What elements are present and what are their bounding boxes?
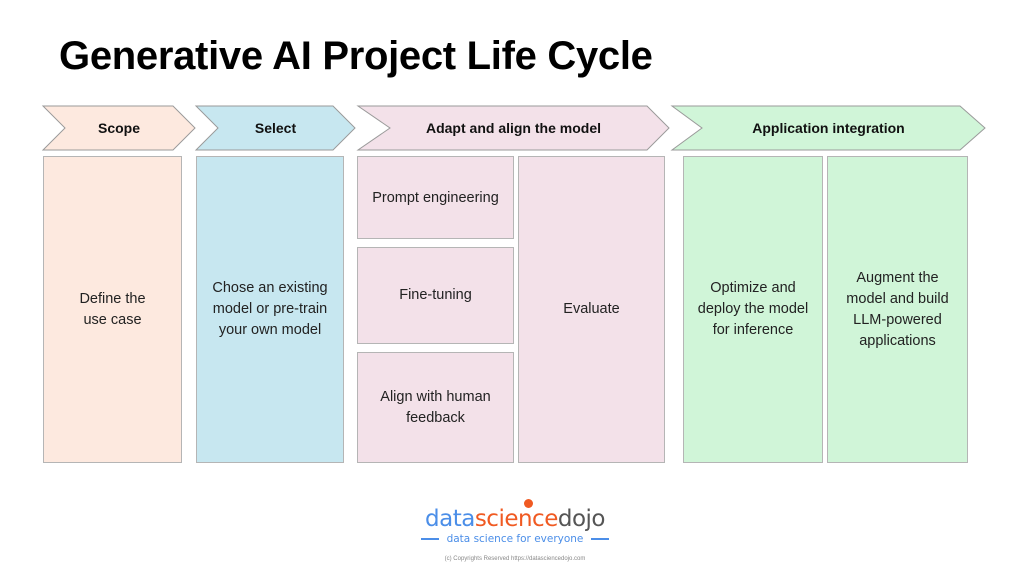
stage-arrow-select: Select <box>194 105 356 151</box>
stage-arrow-adapt: Adapt and align the model <box>356 105 670 151</box>
stage-label: Select <box>254 120 297 136</box>
copyright-text: (c) Copyrights Reserved https://datascie… <box>444 556 586 562</box>
box-evaluate: Evaluate <box>518 156 665 463</box>
page-title: Generative AI Project Life Cycle <box>59 34 653 78</box>
stage-arrow-application: Application integration <box>670 105 986 151</box>
stage-arrow-scope: Scope <box>41 105 196 151</box>
box-define-use-case: Define the use case <box>43 156 182 463</box>
logo-dot-icon <box>524 499 533 508</box>
tagline-dash-left <box>420 538 439 540</box>
tagline-dash-right <box>591 538 610 540</box>
box-choose-model: Chose an existing model or pre-train you… <box>196 156 344 463</box>
logo-part-science: science <box>474 506 559 532</box>
box-align-human-feedback: Align with human feedback <box>357 352 514 463</box>
datasciencedojo-logo: datasciencedojo data science for everyon… <box>0 506 1030 545</box>
box-augment-model: Augment the model and build LLM-powered … <box>827 156 968 463</box>
box-fine-tuning: Fine-tuning <box>357 247 514 344</box>
stage-label: Adapt and align the model <box>425 120 601 136</box>
box-prompt-engineering: Prompt engineering <box>357 156 514 239</box>
stage-label: Scope <box>97 120 140 136</box>
box-optimize-deploy: Optimize and deploy the model for infere… <box>683 156 823 463</box>
logo-tagline: data science for everyone <box>446 533 584 545</box>
logo-part-dojo: dojo <box>557 506 606 532</box>
logo-part-data: data <box>425 506 475 532</box>
stage-label: Application integration <box>752 120 905 136</box>
